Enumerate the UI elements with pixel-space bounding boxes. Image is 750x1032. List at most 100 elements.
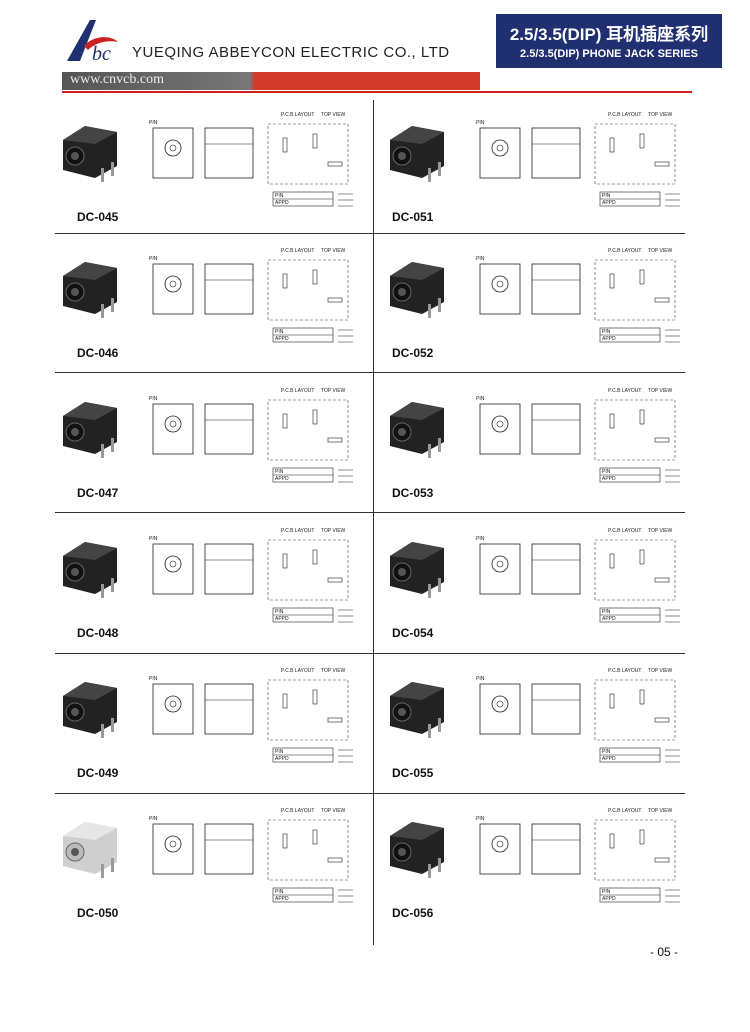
- svg-text:TOP VIEW: TOP VIEW: [321, 668, 346, 674]
- svg-text:PIN: PIN: [149, 256, 158, 262]
- svg-text:bc: bc: [92, 43, 111, 65]
- svg-text:PIN: PIN: [149, 676, 158, 682]
- header-divider: [62, 91, 692, 93]
- svg-text:P.C.B LAYOUT: P.C.B LAYOUT: [608, 668, 641, 674]
- series-title-cn: 2.5/3.5(DIP) 耳机插座系列: [509, 25, 709, 44]
- product-model-label: DC-052: [392, 346, 434, 360]
- column-divider: [373, 100, 374, 945]
- svg-text:TOP VIEW: TOP VIEW: [321, 808, 346, 814]
- svg-text:APPD: APPD: [275, 476, 289, 482]
- product-photo: [63, 822, 117, 878]
- company-logo: bc: [67, 20, 118, 65]
- svg-text:P.C.B LAYOUT: P.C.B LAYOUT: [608, 388, 641, 394]
- product-model-label: DC-046: [77, 346, 119, 360]
- product-photo: [390, 682, 444, 738]
- product-photo: [390, 402, 444, 458]
- page-header: bc YUEQING ABBEYCON ELECTRIC CO., LTD 2.…: [0, 0, 750, 93]
- company-name: YUEQING ABBEYCON ELECTRIC CO., LTD: [132, 44, 450, 61]
- product-photo: [63, 126, 117, 182]
- page-number: - 05 -: [650, 945, 679, 959]
- svg-text:APPD: APPD: [602, 896, 616, 902]
- svg-text:TOP VIEW: TOP VIEW: [321, 388, 346, 394]
- row-divider: [55, 653, 685, 654]
- svg-text:APPD: APPD: [275, 756, 289, 762]
- svg-text:P.C.B LAYOUT: P.C.B LAYOUT: [281, 668, 314, 674]
- svg-text:PIN: PIN: [476, 396, 485, 402]
- product-model-label: DC-050: [77, 906, 119, 920]
- series-title-box: 2.5/3.5(DIP) 耳机插座系列 2.5/3.5(DIP) PHONE J…: [496, 14, 722, 68]
- svg-text:P.C.B LAYOUT: P.C.B LAYOUT: [608, 528, 641, 534]
- svg-text:PIN: PIN: [149, 536, 158, 542]
- svg-text:APPD: APPD: [602, 476, 616, 482]
- svg-text:PIN: PIN: [602, 329, 611, 335]
- svg-text:PIN: PIN: [149, 816, 158, 822]
- svg-text:PIN: PIN: [476, 676, 485, 682]
- svg-text:PIN: PIN: [476, 256, 485, 262]
- svg-text:PIN: PIN: [275, 469, 284, 475]
- row-divider: [55, 372, 685, 373]
- svg-text:TOP VIEW: TOP VIEW: [321, 528, 346, 534]
- svg-text:TOP VIEW: TOP VIEW: [648, 668, 673, 674]
- svg-text:TOP VIEW: TOP VIEW: [321, 112, 346, 118]
- svg-text:P.C.B LAYOUT: P.C.B LAYOUT: [608, 808, 641, 814]
- svg-text:PIN: PIN: [476, 120, 485, 126]
- product-photo: [63, 542, 117, 598]
- svg-text:PIN: PIN: [149, 120, 158, 126]
- product-model-label: DC-045: [77, 210, 119, 224]
- svg-text:TOP VIEW: TOP VIEW: [648, 528, 673, 534]
- svg-text:P.C.B LAYOUT: P.C.B LAYOUT: [281, 808, 314, 814]
- row-divider: [55, 793, 685, 794]
- product-photo: [63, 262, 117, 318]
- product-model-label: DC-049: [77, 766, 119, 780]
- svg-text:TOP VIEW: TOP VIEW: [648, 112, 673, 118]
- product-photo: [390, 126, 444, 182]
- product-photo: [390, 542, 444, 598]
- series-title-en: 2.5/3.5(DIP) PHONE JACK SERIES: [520, 48, 698, 60]
- svg-text:PIN: PIN: [476, 816, 485, 822]
- svg-text:P.C.B LAYOUT: P.C.B LAYOUT: [281, 248, 314, 254]
- svg-text:PIN: PIN: [275, 889, 284, 895]
- svg-text:PIN: PIN: [275, 749, 284, 755]
- product-model-label: DC-054: [392, 626, 434, 640]
- product-model-label: DC-051: [392, 210, 434, 224]
- svg-text:PIN: PIN: [476, 536, 485, 542]
- svg-text:PIN: PIN: [275, 329, 284, 335]
- svg-text:P.C.B LAYOUT: P.C.B LAYOUT: [281, 528, 314, 534]
- svg-text:TOP VIEW: TOP VIEW: [648, 248, 673, 254]
- svg-text:APPD: APPD: [275, 616, 289, 622]
- svg-text:PIN: PIN: [602, 469, 611, 475]
- product-photo: [63, 682, 117, 738]
- svg-text:PIN: PIN: [275, 609, 284, 615]
- svg-text:APPD: APPD: [602, 756, 616, 762]
- svg-text:TOP VIEW: TOP VIEW: [648, 808, 673, 814]
- svg-text:APPD: APPD: [602, 616, 616, 622]
- svg-text:APPD: APPD: [275, 336, 289, 342]
- product-model-label: DC-053: [392, 486, 434, 500]
- product-photo: [63, 402, 117, 458]
- row-divider: [55, 512, 685, 513]
- product-photo: [390, 262, 444, 318]
- svg-text:P.C.B LAYOUT: P.C.B LAYOUT: [608, 112, 641, 118]
- svg-text:APPD: APPD: [602, 336, 616, 342]
- svg-text:APPD: APPD: [602, 200, 616, 206]
- svg-text:P.C.B LAYOUT: P.C.B LAYOUT: [281, 112, 314, 118]
